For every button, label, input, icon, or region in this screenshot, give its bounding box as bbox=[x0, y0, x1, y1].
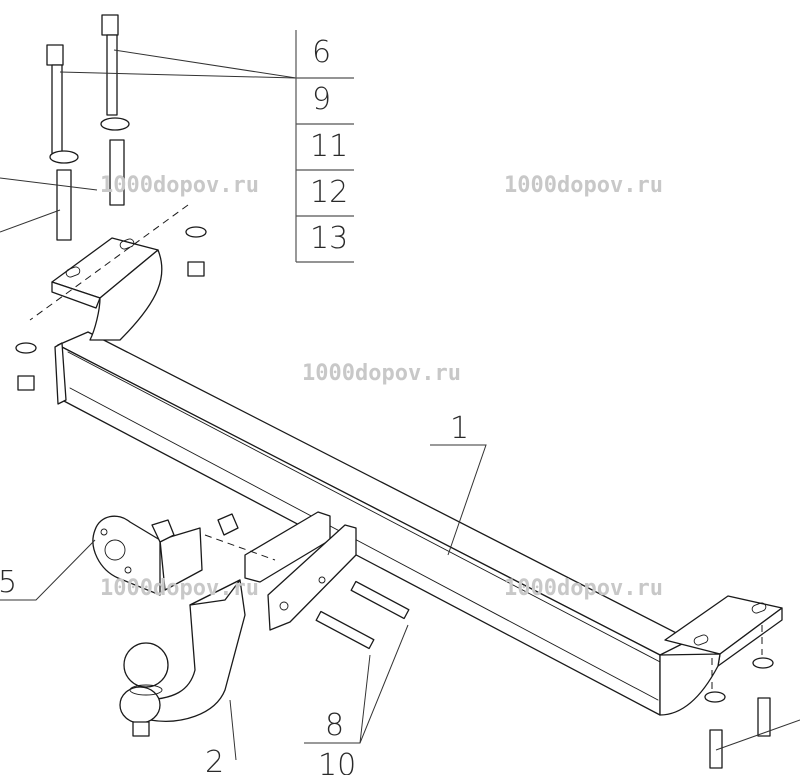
top-bolts bbox=[46, 14, 130, 241]
ball-neck bbox=[119, 579, 246, 737]
right-bracket bbox=[659, 595, 783, 716]
watermark: 1000dopov.ru bbox=[100, 576, 259, 601]
cross-beam bbox=[54, 331, 691, 716]
callout-10: 10 bbox=[318, 748, 356, 775]
watermark: 1000dopov.ru bbox=[504, 173, 663, 198]
left-bracket bbox=[51, 237, 163, 341]
callout-6: 6 bbox=[312, 35, 331, 70]
callout-table bbox=[295, 30, 354, 263]
assembly-dashes bbox=[29, 204, 763, 690]
callout-2: 2 bbox=[205, 745, 224, 775]
watermark: 1000dopov.ru bbox=[100, 173, 259, 198]
watermark: 1000dopov.ru bbox=[302, 361, 461, 386]
leader-lines bbox=[0, 49, 800, 761]
callout-8: 8 bbox=[325, 708, 344, 743]
callout-1: 1 bbox=[450, 411, 469, 446]
callout-13: 13 bbox=[310, 221, 348, 256]
watermark: 1000dopov.ru bbox=[504, 576, 663, 601]
socket-plate bbox=[92, 515, 203, 596]
callout-12: 12 bbox=[310, 175, 348, 210]
callout-11: 11 bbox=[310, 129, 348, 164]
center-plates bbox=[244, 511, 357, 631]
callout-5: 5 bbox=[0, 565, 17, 600]
callout-9: 9 bbox=[312, 82, 331, 117]
fasteners bbox=[15, 226, 774, 769]
